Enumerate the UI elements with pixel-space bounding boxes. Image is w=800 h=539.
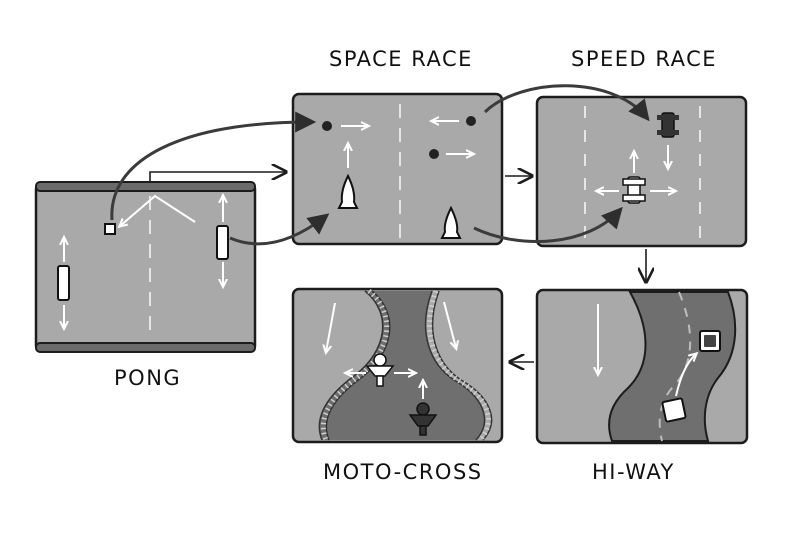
road [319,291,485,440]
race-car-icon [622,176,646,204]
paddle-icon [57,265,70,301]
arrow-pong-to-space-race [229,213,330,246]
motorbike-icon [365,353,395,387]
arrow-pong-to-space-race [110,111,317,221]
arrow-space-race-to-speed-race [483,84,650,122]
arrow-space-race-to-speed-race [473,206,623,244]
space-race-panel [291,92,504,246]
hi-way-panel [535,288,749,445]
meteor-icon [429,149,439,159]
motorbike-icon [408,402,438,436]
label-space-race: SPACE RACE [329,47,473,71]
label-speed-race: SPEED RACE [571,47,718,71]
truck-icon [699,330,721,352]
meteor-icon [466,116,476,126]
meteor-icon [322,121,332,131]
moto-cross-panel [291,287,504,444]
ball-icon [104,223,116,235]
rocket-icon [337,173,359,209]
arrow-pong-to-space-race [149,172,286,183]
speed-race-panel [535,95,748,248]
paddle-icon [216,225,229,260]
road [608,291,737,442]
race-car-icon [657,112,679,138]
label-pong: PONG [114,366,182,390]
label-hi-way: HI-WAY [592,460,675,484]
pong-panel [34,181,257,353]
truck-icon [661,397,687,423]
rocket-icon [440,205,462,239]
connector-arrows [110,84,650,362]
label-moto-cross: MOTO-CROSS [323,460,483,484]
